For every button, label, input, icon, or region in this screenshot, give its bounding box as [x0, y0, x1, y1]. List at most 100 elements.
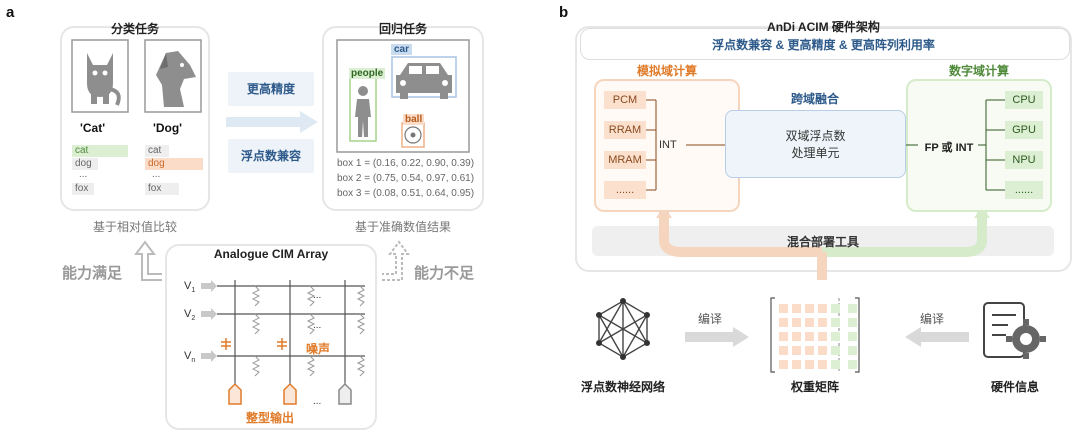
- analog-connectors: [646, 99, 726, 191]
- tag-people: people: [349, 68, 386, 79]
- matrix-cell: [831, 346, 840, 355]
- analog-item-more: ......: [604, 181, 646, 199]
- cim-title: Analogue CIM Array: [213, 247, 329, 261]
- box3-text: box 3 = (0.08, 0.51, 0.64, 0.95): [337, 188, 475, 199]
- up-arrow-left: [134, 240, 162, 281]
- digital-item-npu: NPU: [1005, 151, 1043, 169]
- digital-title: 数字域计算: [948, 64, 1009, 78]
- header-pill: [580, 28, 1070, 60]
- matrix-cell: [848, 346, 857, 355]
- analog-item-mram: MRAM: [604, 151, 646, 169]
- hardware-info-icon: [983, 302, 1046, 359]
- regression-scene: [336, 39, 470, 153]
- right-arrow: [226, 111, 318, 133]
- matrix-cell: [848, 318, 857, 327]
- matrix-cell: [831, 332, 840, 341]
- architecture-subtitle: 浮点数兼容 & 更高精度 & 更高阵列利用率: [712, 38, 935, 52]
- matrix-cell: [779, 318, 788, 327]
- neural-network-icon: [596, 298, 650, 360]
- matrix-cell: [779, 304, 788, 313]
- cat-image: [71, 39, 129, 113]
- matrix-cell: [818, 304, 827, 313]
- tool-arcs: [656, 206, 990, 280]
- dog-list-cat: cat: [145, 145, 169, 157]
- cim-array-diagram: [201, 280, 366, 405]
- fusion-unit-box: [725, 110, 906, 178]
- weight-matrix-icon: [770, 297, 860, 373]
- cim-row-v1-sub: 1: [191, 287, 196, 295]
- analog-item-rram: RRAM: [604, 121, 646, 139]
- dog-image: [144, 39, 202, 113]
- cim-row-v2-v: V: [184, 308, 192, 320]
- box1-text: box 1 = (0.16, 0.22, 0.90, 0.39): [337, 158, 475, 169]
- analog-item-pcm: PCM: [604, 91, 646, 109]
- matrix-cell: [779, 346, 788, 355]
- hardware-info-label: 硬件信息: [990, 380, 1039, 394]
- matrix-cell: [805, 360, 814, 369]
- deploy-tool-label: 混合部署工具: [786, 235, 859, 249]
- dog-label: 'Dog': [153, 121, 183, 135]
- tag-ball: ball: [403, 114, 425, 125]
- panel-a-letter: a: [6, 4, 15, 21]
- noise-label: 噪声: [306, 342, 331, 356]
- matrix-cell: [848, 332, 857, 341]
- matrix-cell: [805, 332, 814, 341]
- up-arrow-right: [382, 240, 410, 281]
- matrix-cell: [792, 332, 801, 341]
- cim-row-vn-v: V: [184, 350, 192, 362]
- matrix-cell: [805, 318, 814, 327]
- dog-list-dots: ...: [152, 169, 161, 180]
- cim-row-vn: Vn: [184, 350, 195, 364]
- matrix-cell: [805, 304, 814, 313]
- classification-title: 分类任务: [110, 22, 159, 36]
- panel-b-letter: b: [559, 4, 569, 21]
- matrix-cell: [831, 360, 840, 369]
- dog-list-dog: dog: [145, 158, 203, 170]
- compile-left-label: 编译: [698, 312, 723, 326]
- matrix-cell: [848, 304, 857, 313]
- digital-item-more: ......: [1005, 181, 1043, 199]
- precision-label: 更高精度: [228, 72, 314, 106]
- matrix-cell: [818, 346, 827, 355]
- matrix-cell: [792, 304, 801, 313]
- fusion-unit-line1: 双域浮点数: [785, 129, 846, 143]
- cat-list-dots: ...: [79, 169, 88, 180]
- cross-domain-title: 跨域融合: [790, 92, 839, 106]
- matrix-cell: [792, 360, 801, 369]
- matrix-cell: [848, 360, 857, 369]
- cim-dots-3: ...: [313, 396, 322, 407]
- capability-sufficient: 能力满足: [62, 265, 123, 282]
- cim-row-v1-v: V: [184, 280, 192, 292]
- compile-arrow-right: [905, 327, 969, 347]
- cat-list-cat: cat: [72, 145, 128, 157]
- matrix-cell: [805, 346, 814, 355]
- architecture-title: AnDi ACIM 硬件架构: [767, 20, 880, 34]
- regression-title: 回归任务: [378, 22, 427, 36]
- matrix-cell: [792, 318, 801, 327]
- matrix-cell: [818, 318, 827, 327]
- digital-connectors: [906, 99, 1005, 191]
- matrix-cell: [792, 346, 801, 355]
- fp-compat-label: 浮点数兼容: [228, 139, 314, 173]
- matrix-cell: [818, 332, 827, 341]
- matrix-cell: [779, 332, 788, 341]
- classification-caption: 基于相对值比较: [92, 220, 177, 234]
- integer-output-label: 整型输出: [246, 411, 295, 425]
- capability-insufficient: 能力不足: [414, 265, 475, 282]
- fp-network-label: 浮点数神经网络: [580, 380, 665, 394]
- box2-text: box 2 = (0.75, 0.54, 0.97, 0.61): [337, 173, 475, 184]
- matrix-cell: [831, 318, 840, 327]
- tag-car: car: [391, 44, 413, 55]
- matrix-cell: [779, 360, 788, 369]
- analog-title: 模拟域计算: [636, 64, 697, 78]
- cat-list-fox: fox: [72, 183, 94, 195]
- compile-right-label: 编译: [920, 312, 945, 326]
- cim-row-v2: V2: [184, 308, 195, 322]
- cim-row-v1: V1: [184, 280, 195, 294]
- matrix-cell: [831, 304, 840, 313]
- cat-label: 'Cat': [80, 121, 106, 135]
- cim-dots-1: ...: [313, 290, 322, 301]
- digital-item-cpu: CPU: [1005, 91, 1043, 109]
- fusion-unit-line2: 处理单元: [791, 146, 840, 160]
- regression-caption: 基于准确数值结果: [354, 220, 451, 234]
